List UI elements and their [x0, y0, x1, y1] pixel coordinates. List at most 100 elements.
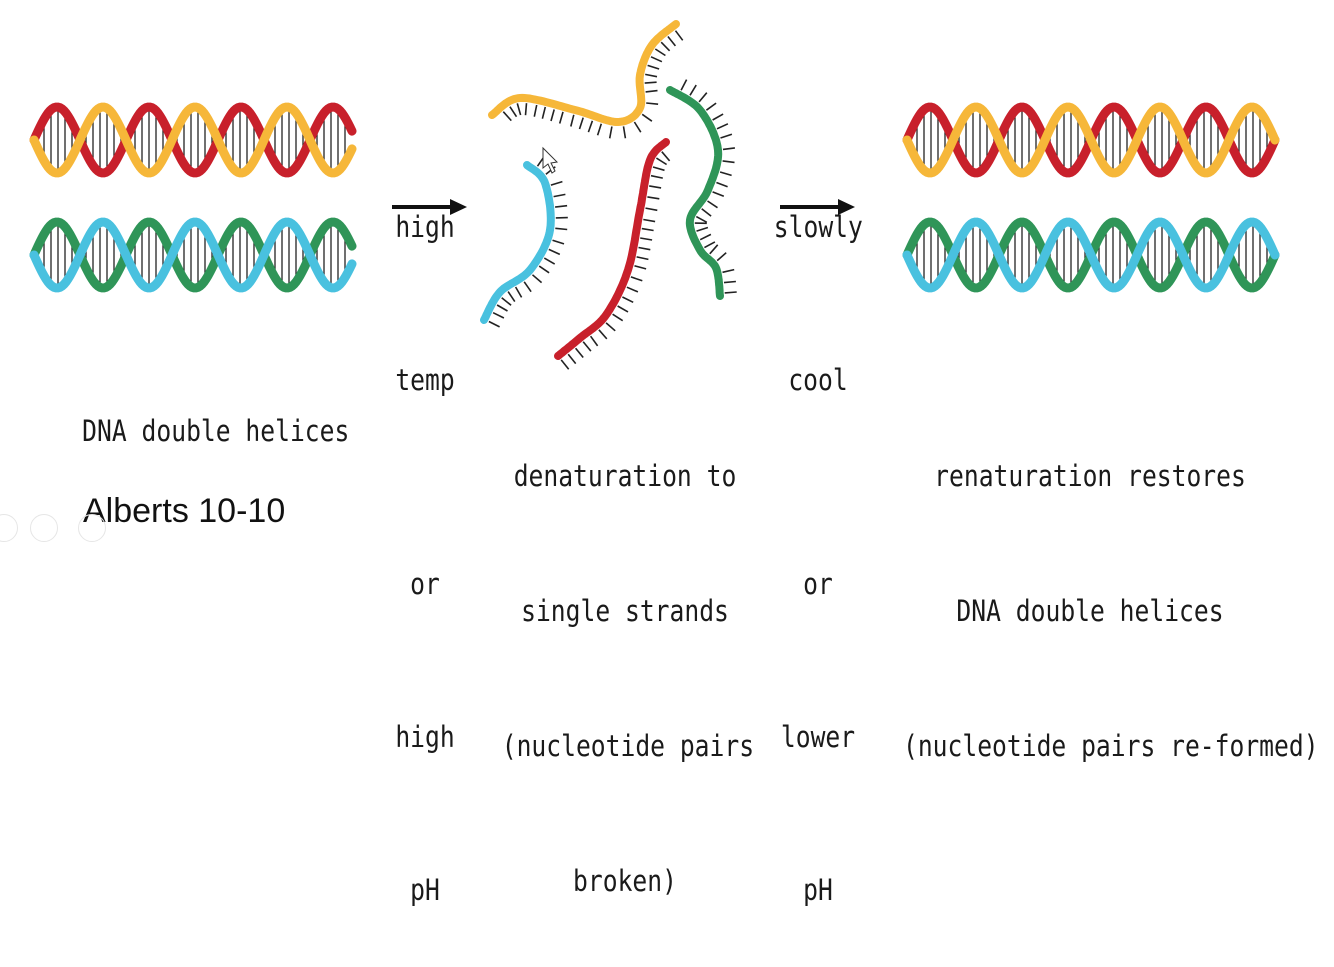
base-tick [720, 172, 732, 175]
base-tick [697, 228, 708, 232]
base-tick [717, 124, 728, 129]
mouse-cursor-icon [543, 148, 557, 173]
base-tick [713, 114, 724, 120]
base-tick [516, 287, 522, 297]
base-tick [723, 270, 735, 273]
single-strands [484, 24, 737, 369]
base-tick [655, 49, 665, 56]
middle-caption-line: broken) [502, 859, 749, 904]
base-tick [645, 74, 657, 76]
base-tick [493, 313, 504, 318]
base-tick [624, 126, 626, 138]
right-caption-line: renaturation restores [903, 454, 1277, 499]
base-tick [716, 183, 727, 187]
base-tick [651, 57, 662, 62]
base-tick [642, 114, 652, 121]
helix-left-top [34, 107, 352, 173]
base-tick [631, 277, 642, 281]
helix-left-bottom [34, 222, 352, 288]
base-tick [642, 229, 654, 231]
base-tick [502, 298, 511, 306]
right-caption-line: (nucleotide pairs re-formed) [903, 724, 1277, 769]
base-tick [662, 152, 670, 161]
base-tick [497, 305, 507, 311]
strand-backbone [670, 90, 720, 296]
base-tick [622, 297, 633, 302]
strand-backbone [484, 165, 551, 320]
helix-right-bottom [907, 222, 1275, 288]
denature-condition-line: high [387, 712, 464, 763]
base-tick [524, 282, 531, 292]
base-tick [599, 330, 607, 339]
base-tick [598, 124, 602, 135]
base-tick [571, 115, 574, 127]
base-tick [583, 342, 591, 351]
base-tick [560, 112, 563, 124]
base-tick [635, 266, 647, 269]
base-tick [549, 249, 560, 254]
base-tick [706, 103, 716, 110]
base-tick [555, 206, 567, 207]
denature-condition-line: or [387, 559, 464, 610]
middle-caption: denaturation to single strands (nucleoti… [502, 364, 749, 949]
base-tick [554, 194, 566, 196]
middle-caption-line: (nucleotide pairs [502, 724, 749, 769]
base-tick [681, 80, 687, 91]
base-tick [690, 85, 696, 95]
base-tick [640, 238, 652, 240]
right-caption-line: DNA double helices [903, 589, 1277, 634]
denature-condition-line: high [387, 202, 464, 253]
base-tick [576, 348, 584, 357]
base-tick [508, 292, 515, 302]
player-control-icon [78, 514, 106, 542]
base-tick [702, 209, 711, 216]
base-tick [653, 167, 665, 170]
red-strand [558, 142, 670, 369]
renature-conditions: slowly cool or lower pH [774, 100, 862, 967]
base-tick [534, 105, 536, 117]
orange-strand [492, 24, 683, 138]
base-tick [651, 176, 663, 178]
base-tick [676, 31, 683, 41]
base-tick [503, 112, 511, 121]
base-tick [544, 258, 554, 264]
denature-condition-line: temp [387, 355, 464, 406]
base-tick [647, 197, 659, 199]
base-tick [646, 208, 658, 210]
base-tick [555, 228, 567, 229]
base-tick [588, 121, 592, 132]
base-tick [510, 107, 517, 117]
base-tick [613, 314, 623, 321]
denature-conditions: high temp or high pH [387, 100, 464, 967]
player-control-icon [30, 514, 58, 542]
base-tick [656, 158, 666, 164]
right-caption: renaturation restores DNA double helices… [903, 364, 1277, 814]
base-tick [708, 201, 718, 208]
middle-caption-line: denaturation to [502, 454, 749, 499]
cyan-strand [484, 156, 568, 327]
green-strand [670, 80, 737, 296]
base-tick [591, 336, 598, 346]
denature-condition-line: pH [387, 865, 464, 916]
base-tick [643, 220, 655, 222]
base-tick [649, 186, 661, 188]
base-tick [668, 37, 676, 46]
base-tick [710, 245, 718, 254]
backbone-strand [34, 222, 352, 288]
base-tick [580, 118, 584, 129]
renature-condition-line: slowly [774, 202, 862, 253]
base-tick [634, 122, 640, 132]
renature-condition-line: cool [774, 355, 862, 406]
renature-condition-line: or [774, 559, 862, 610]
base-tick [539, 266, 549, 273]
base-tick [713, 192, 724, 196]
base-tick [717, 253, 726, 261]
base-tick [724, 282, 736, 283]
base-tick [568, 354, 576, 363]
base-tick [639, 248, 651, 250]
middle-caption-line: single strands [502, 589, 749, 634]
base-tick [645, 82, 657, 83]
base-tick [661, 42, 669, 51]
helix-right-top [907, 107, 1275, 173]
base-tick [517, 103, 520, 115]
